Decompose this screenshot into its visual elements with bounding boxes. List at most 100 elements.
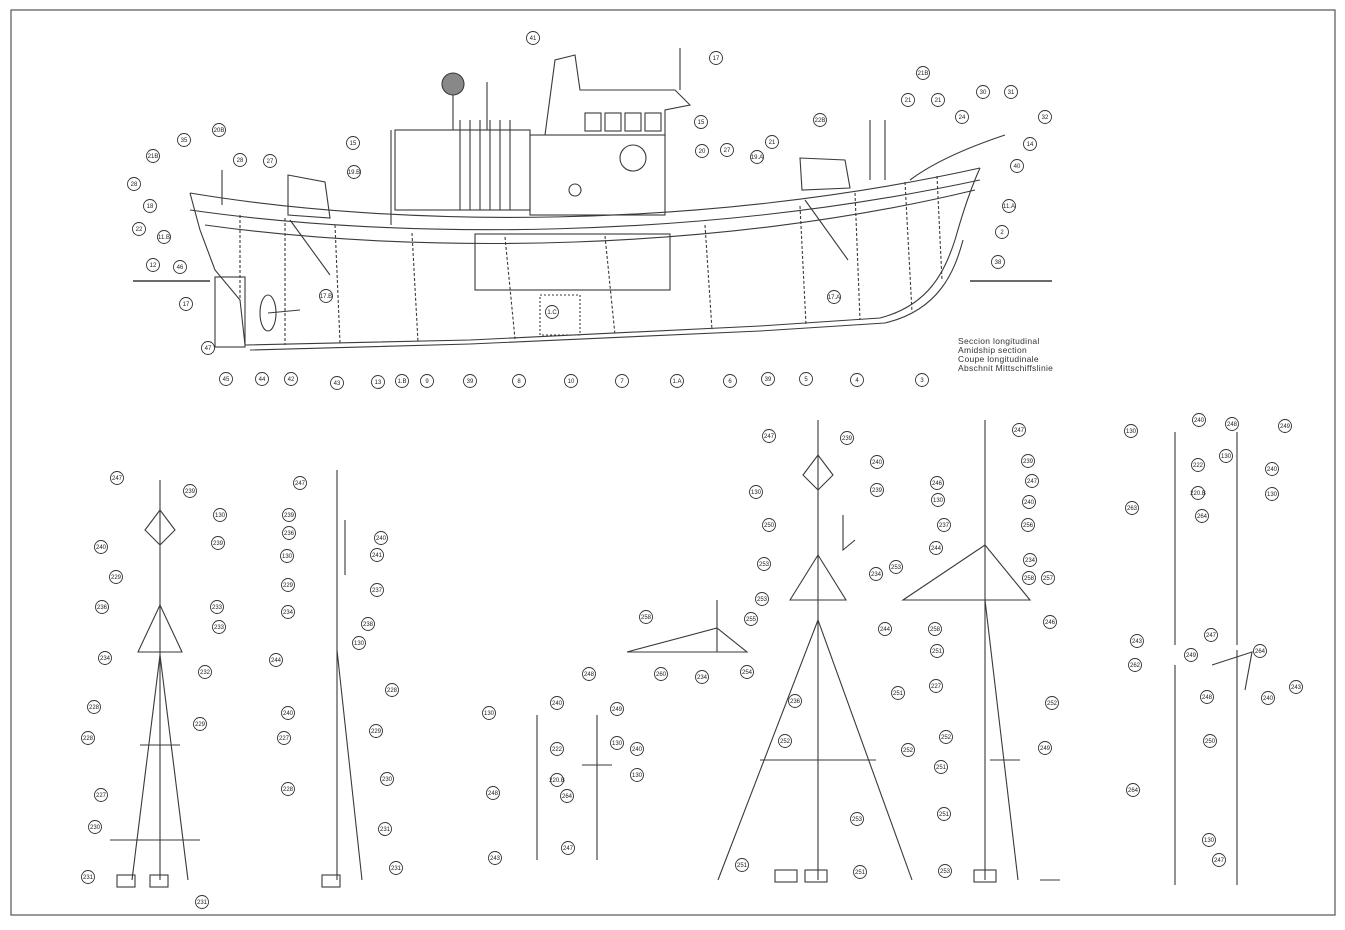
part-tag-circle — [370, 548, 384, 562]
part-tag-label: 28 — [131, 182, 138, 188]
part-tag-label: 237 — [372, 588, 383, 594]
part-tag: 130 — [630, 768, 644, 782]
part-tag-label: 1.B — [397, 379, 406, 385]
part-tag-label: 15 — [698, 120, 705, 126]
part-tag: 250 — [1203, 734, 1217, 748]
part-tag-label: 17.A — [828, 295, 840, 301]
part-tag-circle — [463, 374, 477, 388]
part-tag: 239 — [282, 508, 296, 522]
part-tag: 24 — [955, 110, 969, 124]
part-tag-circle — [378, 822, 392, 836]
part-tag-label: 8 — [517, 379, 521, 385]
part-tag-label: 231 — [83, 875, 94, 881]
part-tag-circle — [263, 154, 277, 168]
part-tag: 130 — [213, 508, 227, 522]
part-tag-label: 21 — [905, 98, 912, 104]
part-tag-label: 227 — [96, 793, 107, 799]
part-tag-label: 2 — [1000, 230, 1004, 236]
part-tag-label: 239 — [213, 541, 224, 547]
part-tag-circle — [512, 374, 526, 388]
part-tag-circle — [1010, 159, 1024, 173]
part-tag: 13 — [371, 375, 385, 389]
part-tag: 234 — [695, 670, 709, 684]
part-tag: 41 — [526, 31, 540, 45]
part-tag: 237 — [937, 518, 951, 532]
part-tag: 253 — [755, 592, 769, 606]
part-tag-circle — [937, 807, 951, 821]
part-tag-label: 250 — [764, 523, 775, 529]
part-tag-circle — [929, 679, 943, 693]
part-tag-circle — [901, 93, 915, 107]
part-tag: 240 — [1265, 462, 1279, 476]
part-tag-circle — [995, 225, 1009, 239]
part-tag: 130 — [1265, 487, 1279, 501]
part-tag-circle — [639, 610, 653, 624]
part-tag: 43 — [330, 376, 344, 390]
part-tag: 232 — [198, 665, 212, 679]
part-tag-circle — [850, 812, 864, 826]
part-tag-circle — [1041, 571, 1055, 585]
part-tag: 258 — [639, 610, 653, 624]
part-tag-circle — [389, 861, 403, 875]
part-tag-circle — [762, 429, 776, 443]
mast-c-crosstree — [789, 553, 847, 601]
part-tag-label: 253 — [940, 869, 951, 875]
part-tag: 7 — [615, 374, 629, 388]
part-tag: 231 — [195, 895, 209, 909]
part-tag-circle — [233, 153, 247, 167]
part-tag: 253 — [938, 864, 952, 878]
part-tag-label: 240 — [552, 701, 563, 707]
part-tag: 3 — [915, 373, 929, 387]
part-tag: 240 — [1261, 691, 1275, 705]
mast-c — [717, 420, 913, 883]
part-tag-circle — [550, 742, 564, 756]
part-tag: 253 — [889, 560, 903, 574]
wheelhouse-lower — [529, 134, 666, 216]
mast-c-top — [802, 454, 834, 491]
part-tag-circle — [1225, 417, 1239, 431]
part-tag: 21B — [916, 66, 930, 80]
part-tag-label: 18 — [147, 204, 154, 210]
part-tag-circle — [931, 93, 945, 107]
part-tag-circle — [1184, 648, 1198, 662]
part-tag: 244 — [269, 653, 283, 667]
part-tag: 21 — [765, 135, 779, 149]
section-title-line: Coupe longitudinale — [958, 354, 1039, 364]
part-tag-circle — [878, 622, 892, 636]
part-tag: 22 — [132, 222, 146, 236]
part-tag-label: 38 — [995, 260, 1002, 266]
part-tag-label: 243 — [490, 856, 501, 862]
part-tag-circle — [127, 177, 141, 191]
part-tag-circle — [1021, 454, 1035, 468]
part-tag-label: 249 — [1280, 424, 1291, 430]
part-tag-label: 35 — [181, 138, 188, 144]
part-tag: 6 — [723, 374, 737, 388]
part-tag-circle — [1261, 691, 1275, 705]
part-tag: 11.A — [1002, 199, 1016, 213]
part-tag-label: 253 — [891, 565, 902, 571]
part-tag: 229 — [193, 717, 207, 731]
mast-a-base-right — [149, 874, 169, 888]
part-tag-label: 237 — [939, 523, 950, 529]
part-tag-label: 44 — [259, 377, 266, 383]
small-mast-right-bracket — [1211, 651, 1253, 691]
part-tag: 130 — [1124, 424, 1138, 438]
part-tag-label: 222 — [552, 747, 563, 753]
wheelhouse-window-2 — [604, 112, 622, 132]
part-tag-circle — [281, 578, 295, 592]
part-tag-label: 249 — [612, 707, 623, 713]
part-tag-label: 30 — [980, 90, 987, 96]
part-tag: 251 — [735, 858, 749, 872]
part-tag-circle — [1124, 424, 1138, 438]
part-tag-circle — [369, 724, 383, 738]
part-tag-circle — [1128, 658, 1142, 672]
part-tag-label: 20 — [699, 149, 706, 155]
part-tag-label: 130 — [484, 711, 495, 717]
mast-d — [901, 420, 1060, 883]
mast-d-crosstree — [901, 544, 1032, 601]
part-tag: 247 — [1212, 853, 1226, 867]
part-tag-label: 27 — [267, 159, 274, 165]
part-tag: 248 — [1225, 417, 1239, 431]
part-tag-label: 227 — [279, 736, 290, 742]
part-tag: 44 — [255, 372, 269, 386]
